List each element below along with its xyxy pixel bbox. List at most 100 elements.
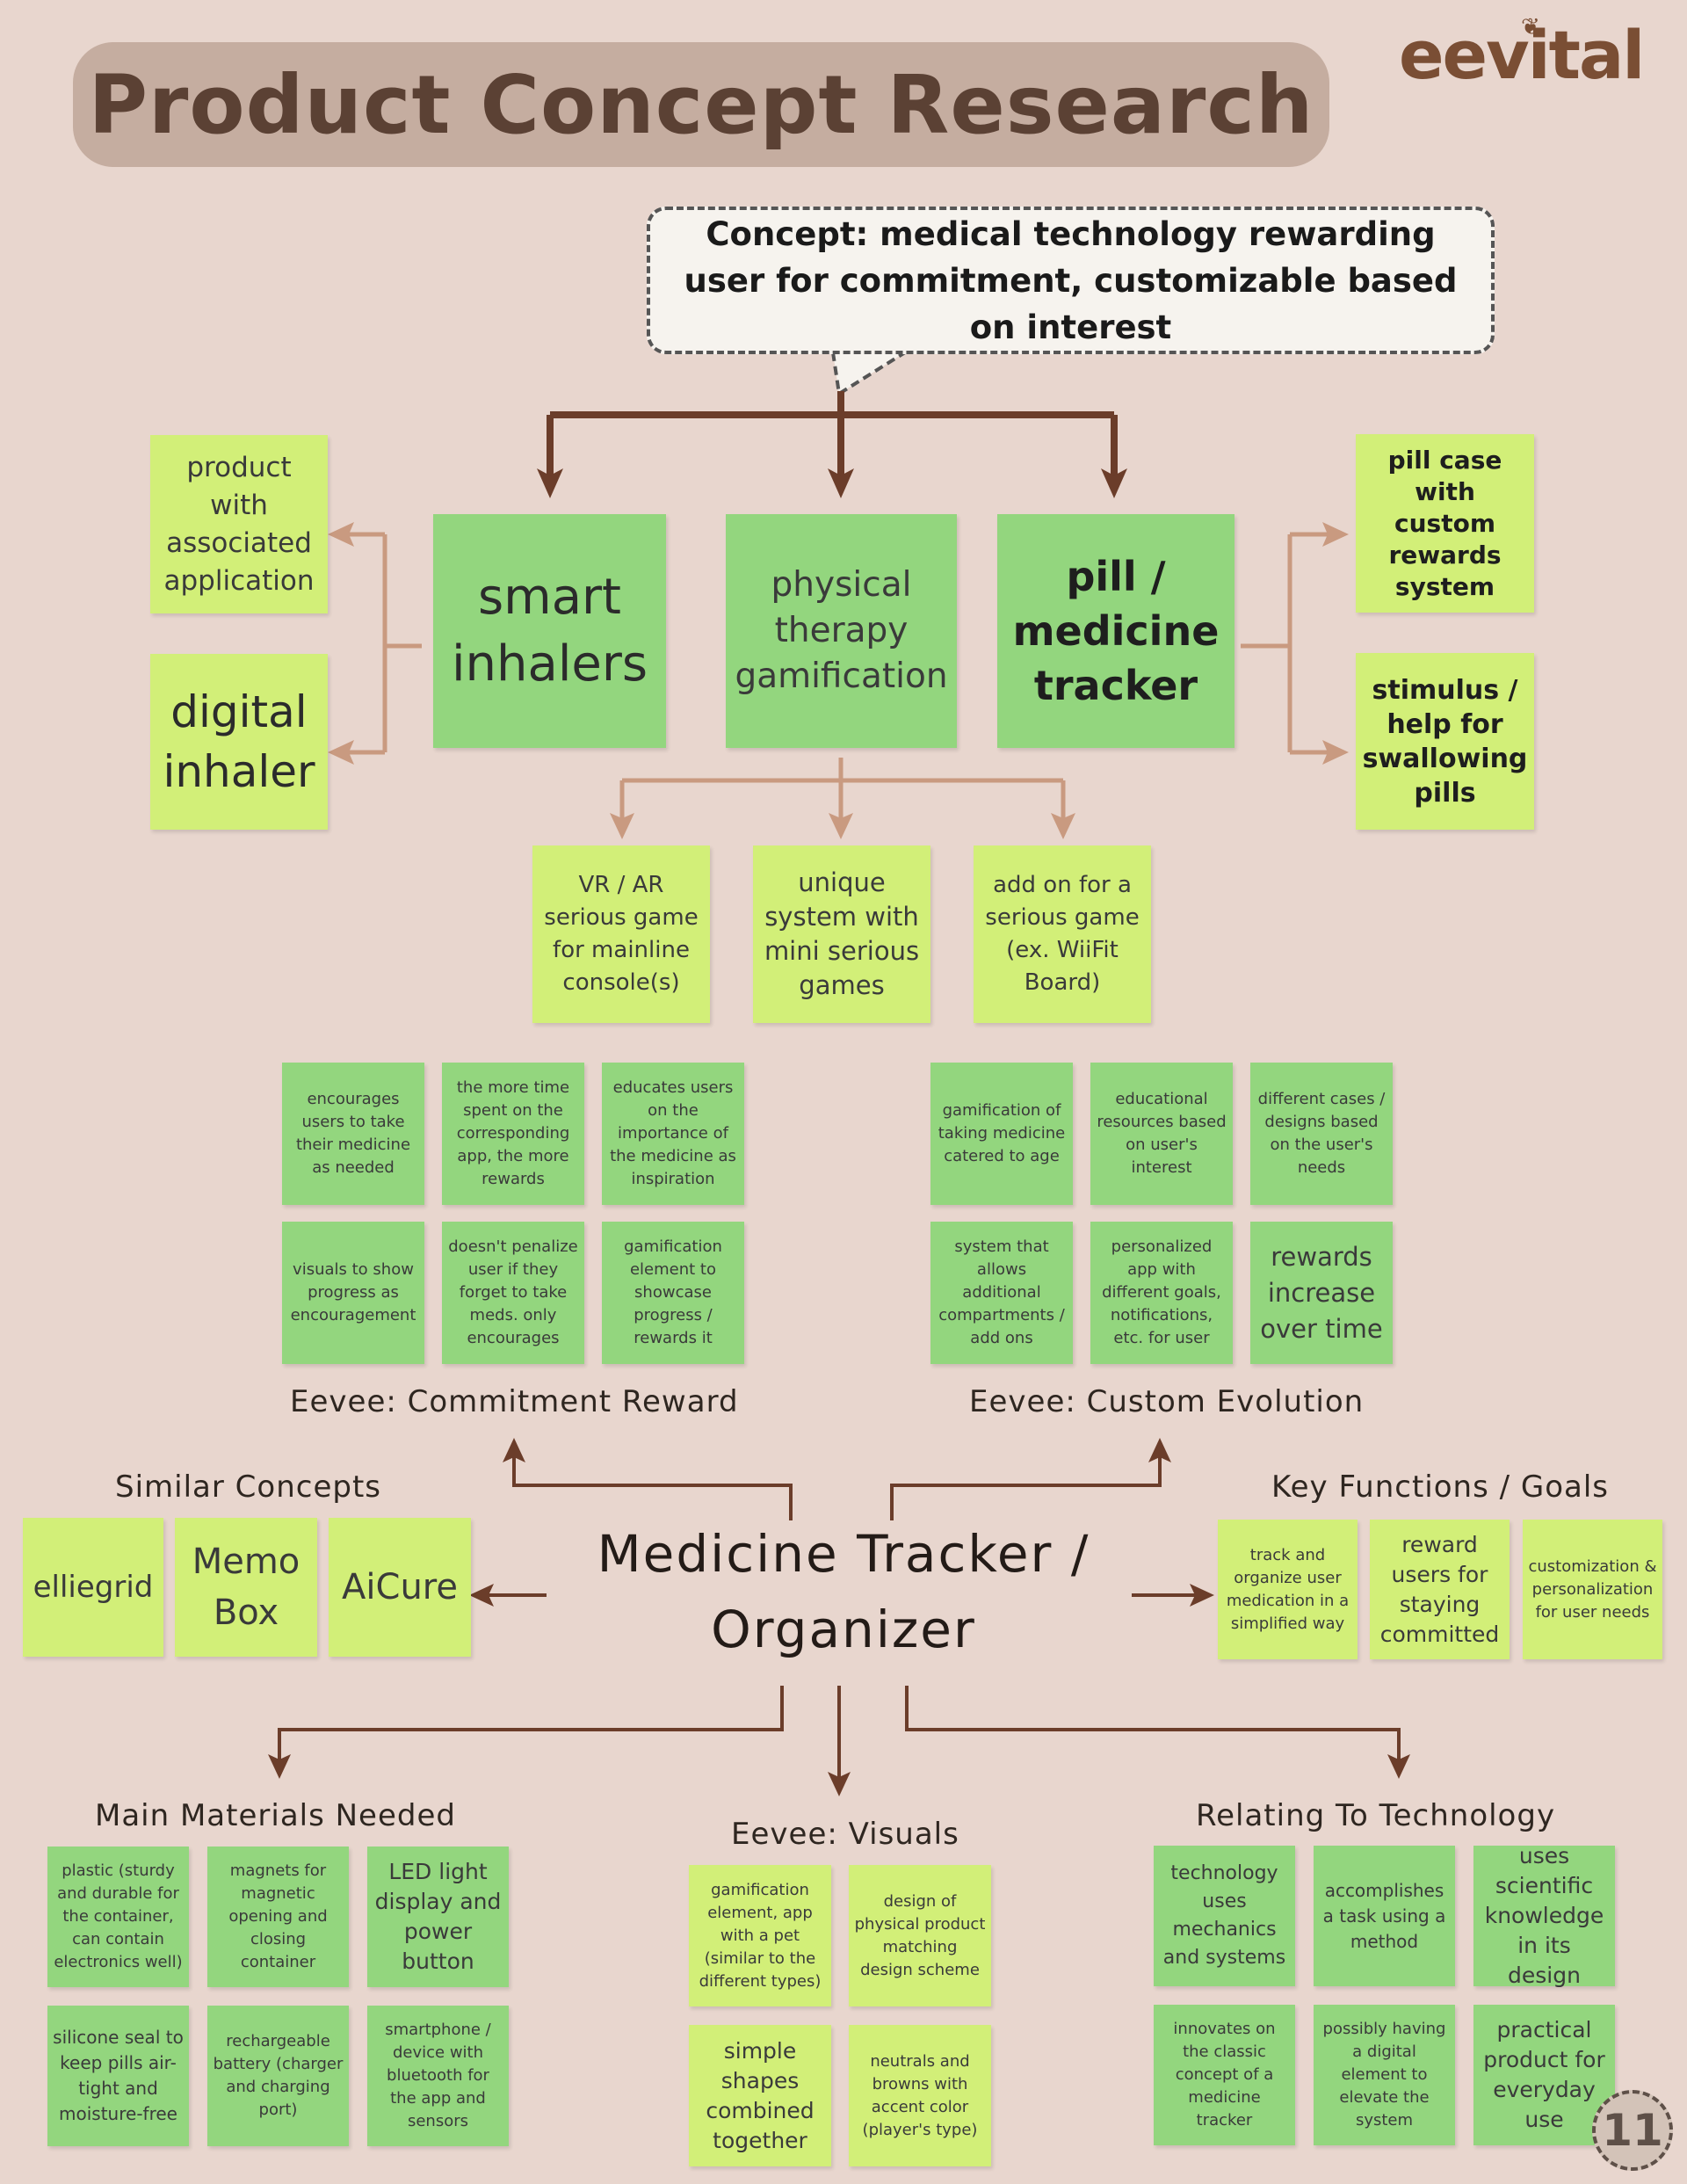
note-pill-case-text: pill case with custom rewards system	[1387, 445, 1502, 601]
key-function-item: track and organize user medication in a …	[1218, 1520, 1358, 1659]
center-title: Medicine Tracker / Organizer	[597, 1524, 1090, 1659]
technology-note-text: possibly having a digital element to ele…	[1322, 2020, 1446, 2130]
key-function-item-text: track and organize user medication in a …	[1226, 1545, 1350, 1633]
material-note: silicone seal to keep pills air-tight an…	[47, 2006, 189, 2146]
material-note: magnets for magnetic opening and closing…	[207, 1847, 349, 1987]
concept-bubble: Concept: medical technology rewarding us…	[647, 207, 1495, 354]
commitment-note: doesn't penalize user if they forget to …	[442, 1222, 584, 1364]
note-add-on-text: add on for a serious game (ex. WiiFit Bo…	[985, 872, 1140, 996]
material-note-text: rechargeable battery (charger and chargi…	[213, 2032, 344, 2119]
key-function-item-text: customization & personalization for user…	[1528, 1556, 1657, 1622]
material-note-text: LED light display and power button	[374, 1859, 502, 1974]
visual-note-text: simple shapes combined together	[706, 2037, 815, 2153]
similar-item: Memo Box	[175, 1518, 317, 1657]
custom-note-text: different cases / designs based on the u…	[1257, 1090, 1386, 1177]
custom-note-text: system that allows additional compartmen…	[938, 1237, 1065, 1347]
material-note: rechargeable battery (charger and chargi…	[207, 2006, 349, 2146]
commitment-note-text: gamification element to showcase progres…	[624, 1237, 722, 1347]
material-note-text: silicone seal to keep pills air-tight an…	[53, 2027, 184, 2124]
custom-note-text: gamification of taking medicine catered …	[938, 1101, 1066, 1165]
custom-note: different cases / designs based on the u…	[1250, 1063, 1393, 1205]
note-unique-system-text: unique system with mini serious games	[764, 867, 920, 1000]
custom-note: personalized app with different goals, n…	[1090, 1222, 1233, 1364]
technology-note: uses scientific knowledge in its design	[1473, 1843, 1615, 1988]
key-functions-label: Key Functions / Goals	[1271, 1469, 1609, 1505]
material-note: smartphone / device with bluetooth for t…	[367, 2006, 509, 2146]
commitment-note-text: encourages users to take their medicine …	[295, 1090, 411, 1177]
note-swallowing-help: stimulus / help for swallowing pills	[1356, 653, 1534, 830]
technology-note: innovates on the classic concept of a me…	[1154, 2005, 1295, 2145]
material-note: plastic (sturdy and durable for the cont…	[47, 1847, 189, 1987]
note-vr-ar-game: VR / AR serious game for mainline consol…	[532, 845, 710, 1023]
visuals-label: Eevee: Visuals	[731, 1817, 959, 1852]
commitment-note: encourages users to take their medicine …	[282, 1063, 424, 1205]
paw-icon: ❦	[1521, 14, 1540, 40]
commitment-note-text: educates users on the importance of the …	[610, 1078, 736, 1188]
commitment-note: educates users on the importance of the …	[602, 1063, 744, 1205]
note-add-on: add on for a serious game (ex. WiiFit Bo…	[974, 845, 1151, 1023]
concept-physical-therapy: physical therapy gamification	[726, 514, 957, 748]
note-digital-inhaler-text: digital inhaler	[163, 686, 315, 797]
note-product-with-app-text: product with associated application	[163, 451, 315, 597]
commitment-note-text: visuals to show progress as encouragemen…	[290, 1260, 416, 1324]
visual-note: gamification element, app with a pet (si…	[689, 1865, 831, 2006]
materials-label: Main Materials Needed	[95, 1798, 456, 1833]
key-function-item: reward users for staying committed	[1370, 1520, 1510, 1659]
custom-note: rewards increase over time	[1250, 1222, 1393, 1364]
title-banner: Product Concept Research	[73, 42, 1329, 167]
custom-label: Eevee: Custom Evolution	[969, 1384, 1365, 1419]
commitment-note: the more time spent on the corresponding…	[442, 1063, 584, 1205]
visual-note: simple shapes combined together	[689, 2025, 831, 2166]
page-title: Product Concept Research	[88, 57, 1314, 152]
visual-note-text: design of physical product matching desi…	[854, 1891, 986, 1979]
commitment-note: gamification element to showcase progres…	[602, 1222, 744, 1364]
similar-item-text: Memo Box	[192, 1542, 300, 1633]
similar-label: Similar Concepts	[115, 1469, 381, 1505]
visual-note: neutrals and browns with accent color (p…	[849, 2025, 991, 2166]
material-note-text: smartphone / device with bluetooth for t…	[385, 2021, 491, 2130]
custom-note: system that allows additional compartmen…	[930, 1222, 1073, 1364]
key-function-item: customization & personalization for user…	[1523, 1520, 1662, 1659]
technology-note: possibly having a digital element to ele…	[1314, 2005, 1455, 2145]
technology-note-text: accomplishes a task using a method	[1322, 1879, 1446, 1952]
similar-item-text: elliegrid	[33, 1570, 154, 1605]
concept-physical-therapy-text: physical therapy gamification	[735, 565, 948, 696]
key-function-item-text: reward users for staying committed	[1379, 1531, 1500, 1647]
material-note-text: plastic (sturdy and durable for the cont…	[54, 1861, 183, 1971]
technology-note: technology uses mechanics and systems	[1154, 1846, 1295, 1986]
technology-label: Relating To Technology	[1196, 1798, 1556, 1833]
note-swallowing-help-text: stimulus / help for swallowing pills	[1362, 674, 1528, 809]
custom-note: educational resources based on user's in…	[1090, 1063, 1233, 1205]
custom-note-text: educational resources based on user's in…	[1097, 1090, 1227, 1177]
technology-note: practical product for everyday use	[1473, 2005, 1615, 2145]
page-number: 11	[1592, 2090, 1673, 2171]
technology-note-text: innovates on the classic concept of a me…	[1173, 2020, 1276, 2130]
concept-smart-inhalers-text: smart inhalers	[451, 569, 648, 693]
similar-item: elliegrid	[23, 1518, 163, 1657]
custom-note-text: personalized app with different goals, n…	[1102, 1237, 1221, 1347]
technology-note-text: practical product for everyday use	[1483, 2017, 1605, 2132]
material-note-text: magnets for magnetic opening and closing…	[228, 1861, 328, 1971]
similar-item-text: AiCure	[342, 1567, 458, 1607]
visual-note-text: gamification element, app with a pet (si…	[699, 1880, 822, 1991]
technology-note: accomplishes a task using a method	[1314, 1846, 1455, 1986]
concept-text: Concept: medical technology rewarding us…	[684, 214, 1458, 346]
visual-note-text: neutrals and browns with accent color (p…	[862, 2051, 978, 2139]
concept-pill-tracker: pill / medicine tracker	[997, 514, 1234, 748]
custom-note: gamification of taking medicine catered …	[930, 1063, 1073, 1205]
logo-text: eevital	[1399, 16, 1645, 94]
concept-pill-tracker-text: pill / medicine tracker	[1012, 553, 1220, 709]
technology-note-text: technology uses mechanics and systems	[1162, 1862, 1286, 1969]
material-note: LED light display and power button	[367, 1847, 509, 1987]
similar-item: AiCure	[329, 1518, 471, 1657]
note-product-with-app: product with associated application	[150, 435, 328, 613]
technology-note-text: uses scientific knowledge in its design	[1484, 1843, 1604, 1988]
commitment-note: visuals to show progress as encouragemen…	[282, 1222, 424, 1364]
commitment-note-text: doesn't penalize user if they forget to …	[448, 1237, 578, 1347]
visual-note: design of physical product matching desi…	[849, 1865, 991, 2006]
note-vr-ar-game-text: VR / AR serious game for mainline consol…	[544, 872, 699, 996]
commitment-label: Eevee: Commitment Reward	[290, 1384, 739, 1419]
custom-note-text: rewards increase over time	[1260, 1241, 1383, 1344]
concept-smart-inhalers: smart inhalers	[433, 514, 666, 748]
